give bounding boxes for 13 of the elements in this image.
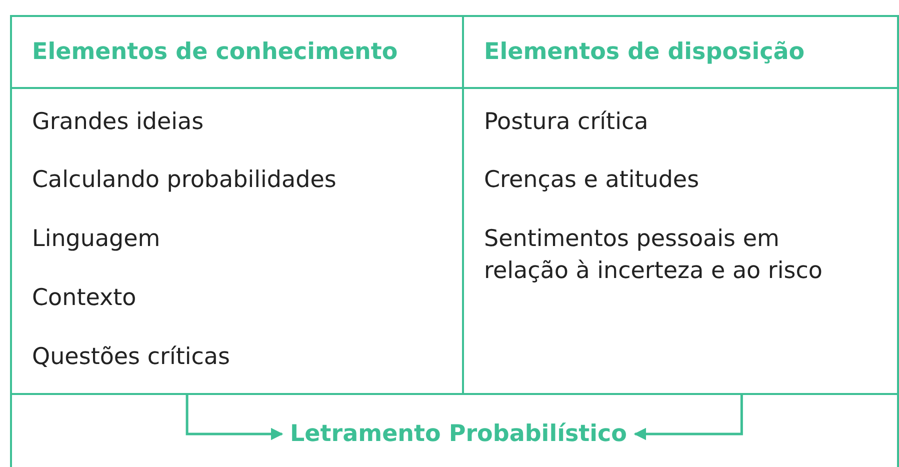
list-item: Contexto	[32, 284, 138, 313]
list-item: Calculando probabilidades	[32, 166, 338, 195]
arrow	[186, 395, 284, 440]
list-item: Linguagem	[32, 225, 162, 254]
list-item: Postura crítica	[484, 108, 650, 137]
list-item: Questões críticas	[32, 343, 231, 372]
list-item: Sentimentos pessoais em relação à incerteza e ao risco	[484, 225, 824, 286]
column-heading: Elementos de conhecimento	[32, 39, 398, 65]
result-label: Letramento Probabilístico	[290, 421, 627, 447]
list-item: Crenças e atitudes	[484, 166, 700, 195]
list-item: Grandes ideias	[32, 108, 205, 137]
arrow	[634, 395, 743, 440]
column-heading: Elementos de disposição	[484, 39, 805, 65]
